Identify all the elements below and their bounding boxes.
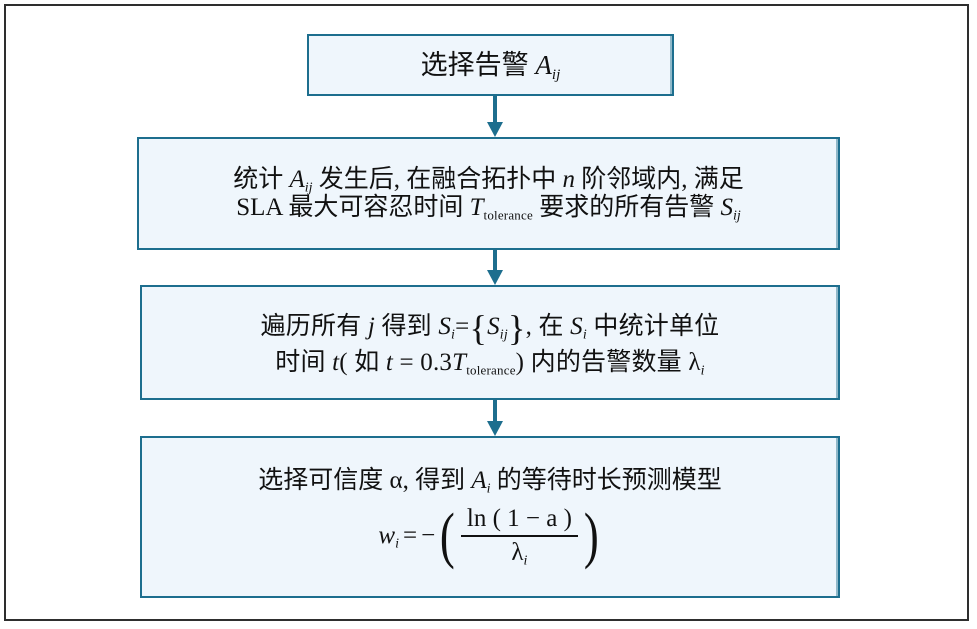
flow-node-model-line1: 选择可信度 α, 得到 Ai 的等待时长预测模型: [258, 467, 722, 497]
waiting-time-formula: wi = − ( ln ( 1 − a ) λi ): [378, 501, 601, 570]
formula-lhs: wi: [378, 522, 399, 552]
statistics-l2-sub2: ij: [732, 207, 741, 223]
traverse-l1-j: j: [367, 313, 376, 341]
formula-numerator: ln ( 1 − a ): [466, 505, 572, 532]
formula-fraction: ln ( 1 − a ) λi: [460, 505, 578, 569]
arrow-head: [487, 122, 503, 137]
model-l1-A: A: [471, 467, 487, 494]
traverse-l1-S-sub: i: [451, 327, 456, 343]
traverse-brace-close: }: [507, 308, 526, 349]
flow-node-select-alarm-text: 选择告警 Aij: [420, 49, 561, 83]
statistics-l2-a: SLA 最大可容忍时间: [236, 193, 470, 221]
traverse-l1-S: S: [438, 313, 452, 341]
traverse-l1-a: 遍历所有: [260, 313, 368, 341]
traverse-l1-b: 得到: [375, 313, 439, 341]
formula-denominator-lambda: λ: [511, 539, 524, 566]
statistics-l2-var2: S: [720, 193, 733, 221]
traverse-l1-S2-sub: i: [582, 327, 587, 343]
arrow-shaft: [493, 400, 497, 421]
figure-canvas: 选择告警 Aij 统计 Aij 发生后, 在融合拓扑中 n 阶邻域内, 满足 S…: [4, 4, 969, 621]
flow-node-model: 选择可信度 α, 得到 Ai 的等待时长预测模型 wi = − ( ln ( 1…: [140, 436, 840, 598]
select-alarm-label: 选择告警: [420, 49, 536, 80]
statistics-l1-var: A: [289, 165, 305, 193]
traverse-l2-a: 时间: [275, 348, 333, 376]
flow-node-select-alarm: 选择告警 Aij: [307, 34, 674, 96]
traverse-l2-lambda-sub: i: [700, 363, 705, 379]
traverse-l1-Sij-sub: ij: [499, 327, 508, 343]
model-l1-A-sub: i: [486, 481, 491, 497]
traverse-l2-t2: t: [385, 348, 394, 376]
arrow-shaft: [493, 96, 497, 122]
formula-w: w: [378, 522, 396, 549]
flow-node-statistics-line1: 统计 Aij 发生后, 在融合拓扑中 n 阶邻域内, 满足: [233, 165, 744, 195]
statistics-l2-sub: tolerance: [483, 206, 533, 222]
traverse-l1-eq: =: [455, 313, 470, 341]
formula-paren-right: ): [583, 501, 599, 570]
statistics-l2-b: 要求的所有告警: [532, 193, 721, 221]
traverse-l1-d: 中统计单位: [586, 313, 720, 341]
traverse-l2-b: ( 如: [339, 348, 386, 376]
traverse-brace-open: {: [469, 308, 488, 349]
arrow-down-icon-1: [487, 96, 503, 137]
formula-fraction-bar: [460, 535, 578, 537]
arrow-head: [487, 421, 503, 436]
statistics-l2-var: T: [469, 193, 484, 221]
formula-denominator-sub: i: [523, 553, 528, 569]
arrow-shaft: [493, 250, 497, 270]
select-alarm-subscript: ij: [551, 66, 561, 83]
formula-w-sub: i: [395, 536, 399, 552]
traverse-l1-c: , 在: [525, 313, 571, 341]
traverse-l2-c: ) 内的告警数量: [515, 348, 689, 376]
traverse-l2-lambda: λ: [688, 348, 701, 376]
statistics-l1-c: 阶邻域内, 满足: [575, 165, 744, 193]
arrow-down-icon-2: [487, 250, 503, 285]
statistics-l1-b: 发生后, 在融合拓扑中: [312, 165, 563, 193]
model-l1-a: 选择可信度: [258, 467, 390, 494]
model-l1-b: , 得到: [402, 467, 472, 494]
statistics-l1-a: 统计: [233, 165, 290, 193]
traverse-l2-T: T: [452, 348, 467, 376]
flow-node-traverse-line1: 遍历所有 j 得到 Si={Sij}, 在 Si 中统计单位: [261, 308, 720, 349]
flow-node-statistics-line2: SLA 最大可容忍时间 Ttolerance 要求的所有告警 Sij: [236, 193, 741, 223]
traverse-l1-Sij: S: [487, 313, 500, 341]
statistics-l1-sub: ij: [304, 179, 313, 195]
flow-node-traverse: 遍历所有 j 得到 Si={Sij}, 在 Si 中统计单位 时间 t( 如 t…: [140, 285, 840, 400]
arrow-down-icon-3: [487, 400, 503, 436]
traverse-l2-eq: = 0.3: [393, 348, 453, 376]
flow-node-statistics: 统计 Aij 发生后, 在融合拓扑中 n 阶邻域内, 满足 SLA 最大可容忍时…: [137, 137, 840, 250]
statistics-l1-n: n: [562, 165, 576, 193]
formula-paren-left: (: [440, 501, 455, 570]
formula-equals: =: [403, 522, 418, 549]
formula-denominator: λi: [505, 537, 533, 569]
formula-minus: −: [421, 522, 436, 549]
select-alarm-variable: A: [535, 49, 552, 80]
arrow-head: [487, 270, 503, 285]
traverse-l1-S2: S: [570, 313, 583, 341]
traverse-l2-T-sub: tolerance: [466, 362, 516, 378]
flow-node-traverse-line2: 时间 t( 如 t = 0.3Ttolerance) 内的告警数量 λi: [275, 348, 705, 379]
model-l1-c: 的等待时长预测模型: [490, 467, 722, 494]
model-l1-alpha: α: [389, 467, 403, 494]
traverse-l2-t: t: [332, 348, 340, 376]
